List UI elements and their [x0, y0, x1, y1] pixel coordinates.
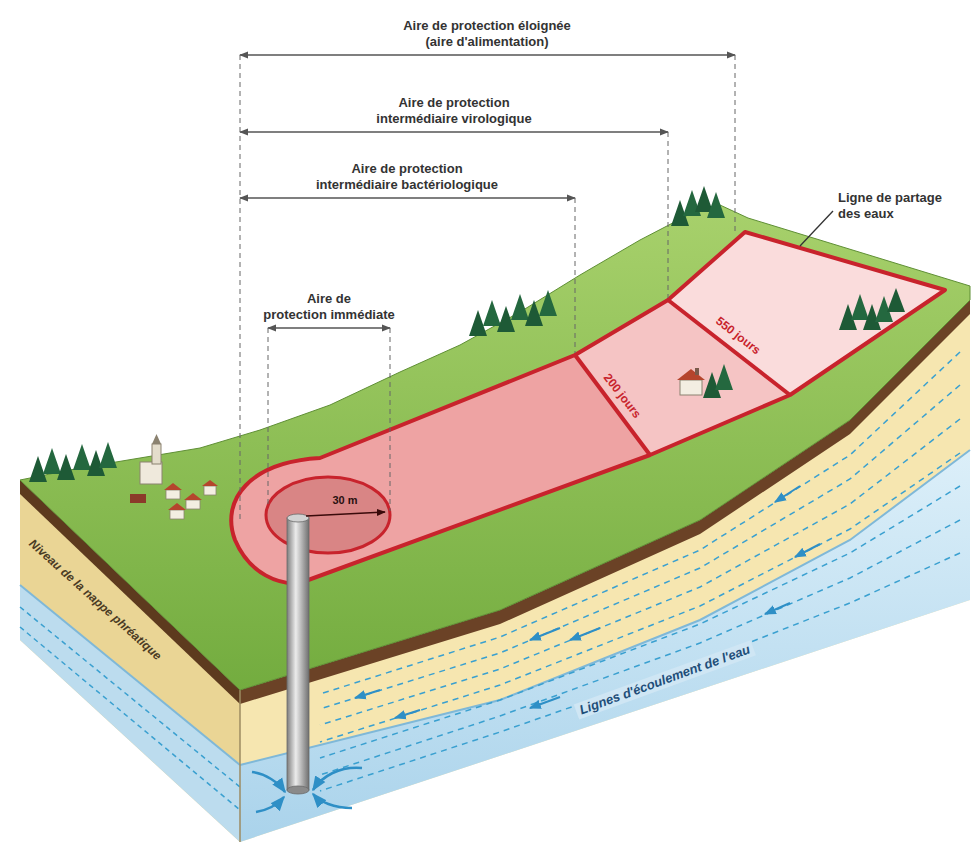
- tree: [715, 364, 733, 390]
- extent-guide: [575, 198, 576, 353]
- protection-zone-label: Aire de protection immédiate: [259, 291, 399, 324]
- chimney: [695, 368, 699, 375]
- farm-building: [130, 494, 146, 503]
- tree: [29, 456, 47, 482]
- tree: [73, 444, 91, 470]
- remote-zone: [668, 232, 945, 395]
- water-table-label: Niveau de la nappe phréatique: [26, 536, 165, 663]
- house: [186, 500, 200, 509]
- inflow-arrow: [313, 768, 362, 790]
- extent-bracket: [240, 54, 735, 55]
- flow-arrow: [530, 628, 560, 640]
- inflow-arrow: [256, 797, 284, 812]
- tree: [695, 186, 713, 212]
- roof: [164, 483, 182, 490]
- tree: [511, 294, 529, 320]
- isochrone-line: [575, 355, 650, 455]
- travel-time-label: 550 jours: [713, 314, 764, 358]
- roof: [168, 503, 186, 510]
- zone-outline: [231, 232, 945, 583]
- immediate-zone: [266, 477, 390, 553]
- protection-zone-label: Aire de protection intermédiaire virolog…: [367, 95, 542, 128]
- leader-line: [800, 211, 833, 246]
- extent-guide: [735, 55, 736, 232]
- extent-guide: [668, 132, 669, 298]
- well-pipe: [287, 518, 309, 790]
- house: [170, 510, 184, 519]
- flow-arrow: [775, 486, 800, 502]
- protection-zone-label: Aire de protection intermédiaire bactéri…: [312, 161, 502, 194]
- extent-bracket: [240, 197, 575, 198]
- distance-label: 30 m: [332, 494, 357, 508]
- house: [204, 486, 216, 495]
- watershed-divide-label: Ligne de partage des eaux: [838, 190, 963, 223]
- flow-arrow: [570, 628, 600, 640]
- flow-lines-label: Lignes d'écoulement de l'eau: [574, 640, 756, 720]
- flow-arrow: [395, 710, 420, 718]
- well-pipe-bottom: [287, 786, 309, 794]
- ground-surface: [20, 205, 970, 690]
- flow-arrow: [765, 603, 790, 614]
- inflow-arrow: [313, 794, 352, 808]
- radius-arrow: [306, 512, 385, 516]
- isochrone-line: [668, 300, 790, 395]
- flow-arrow: [795, 544, 820, 557]
- block-edge: [239, 690, 241, 842]
- church-tower: [152, 444, 161, 464]
- extent-guide: [240, 55, 241, 522]
- house: [166, 490, 180, 499]
- well-pipe-top: [287, 514, 309, 522]
- roof: [184, 493, 202, 500]
- extent-bracket: [240, 131, 668, 132]
- roof: [677, 369, 705, 380]
- tree: [887, 288, 905, 312]
- extent-bracket: [268, 327, 390, 328]
- house: [680, 380, 702, 395]
- tree: [99, 442, 117, 468]
- tree: [851, 294, 869, 320]
- tree: [707, 192, 725, 218]
- tree: [43, 448, 61, 474]
- tree: [539, 290, 557, 316]
- tree: [57, 454, 75, 480]
- church-roof: [152, 434, 161, 444]
- church: [140, 462, 162, 484]
- inflow-arrow: [252, 772, 285, 792]
- tree: [483, 300, 501, 326]
- flow-arrow: [355, 690, 380, 698]
- extent-guide: [390, 328, 391, 511]
- travel-time-label: 200 jours: [600, 371, 644, 422]
- roof: [202, 480, 218, 486]
- protection-zone-label: Aire de protection éloignée (aire d'alim…: [395, 18, 580, 51]
- flow-arrow: [530, 697, 560, 708]
- extent-guide: [268, 328, 269, 504]
